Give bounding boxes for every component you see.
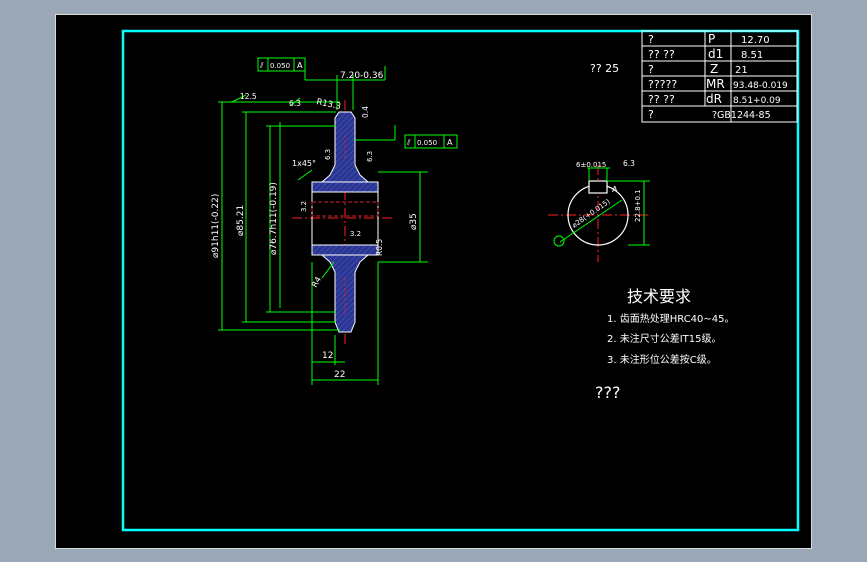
dim-r0-5: R0.5: [375, 239, 384, 256]
tech-req-heading: 技术要求: [627, 287, 691, 306]
dim-keyway-depth: 22.8+0.1: [634, 189, 642, 222]
tb-symbol-3: MR: [706, 77, 725, 91]
tech-req-item-1: 1. 齿面热处理HRC40~45。: [607, 312, 735, 325]
dim-rough-3-2b: 3.2: [350, 230, 361, 238]
tb-symbol-1: d1: [708, 47, 723, 61]
dimension-lines: [218, 64, 428, 385]
tb-symbol-4: dR: [706, 92, 722, 106]
tb-symbol-0: P: [708, 32, 715, 46]
tb-label-3: ?????: [648, 78, 677, 91]
dim-d35: ⌀35: [409, 213, 419, 230]
dim-len-22: 22: [334, 370, 345, 380]
title-block-symbols: P d1 Z MR dR: [706, 32, 725, 106]
dim-rough-6-3b: 6.3: [324, 149, 332, 160]
border-frame: [121, 29, 800, 532]
dim-rough-12-5: 12.5: [240, 92, 257, 101]
tb-value-3: 93.48-0.019: [733, 81, 788, 91]
tech-req-item-3: 3. 未注形位公差按C级。: [607, 353, 717, 366]
title-block: [641, 30, 798, 123]
dim-rough-6-3a: 6.3: [289, 99, 301, 108]
keyway-hidden: [311, 201, 379, 217]
dim-datum-a: A: [612, 185, 618, 194]
dim-rough-keyway: 6.3: [623, 159, 635, 168]
dim-keyway-width: 6±0.015: [576, 161, 606, 169]
dim-bore: ⌀28(+0.015): [571, 197, 612, 229]
gear-section: [311, 111, 379, 333]
hub-upper: [311, 181, 379, 193]
tb-value-2: 21: [735, 65, 748, 76]
title-block-values: 12.70 8.51 21 93.48-0.019 8.51+0.09 ?GB1…: [712, 35, 788, 121]
dim-width-top: 7.20-0.36: [340, 71, 384, 81]
tech-req-item-2: 2. 未注尺寸公差IT15级。: [607, 332, 722, 345]
tol-mid-value: 0.050: [417, 139, 437, 147]
side-view: 6±0.015 6.3 22.8+0.1 ⌀28(+0.015) A: [553, 159, 650, 247]
dim-d91: ⌀91h11(-0.22): [211, 194, 221, 258]
tolerance-frame-top: ⫽ 0.050 A: [257, 57, 306, 72]
tol-top-value: 0.050: [270, 62, 290, 70]
title-block-labels: ? ?? ?? ? ????? ?? ?? ?: [648, 33, 677, 121]
tol-mid-symbol: ⫽: [406, 138, 411, 147]
tb-label-5: ?: [648, 108, 654, 121]
dimension-texts: 7.20-0.36 R13.3 0.4 ⌀91h11(-0.22) ⌀85.21…: [211, 71, 419, 380]
dim-len-12: 12: [322, 351, 333, 361]
tolerance-frame-mid: ⫽ 0.050 A: [404, 134, 458, 149]
tb-label-2: ?: [648, 63, 654, 76]
dim-d85: ⌀85.21: [236, 205, 246, 236]
dim-d76: ⌀76.7h11(-0.19): [269, 182, 279, 255]
keyway-slot: [588, 180, 608, 194]
tb-value-0: 12.70: [741, 35, 770, 46]
footer-text: ???: [595, 383, 620, 402]
tb-value-1: 8.51: [741, 50, 763, 61]
hub-lower: [311, 244, 379, 256]
roughness-note: ?? 25: [590, 62, 619, 75]
datum-circle: [553, 235, 565, 247]
tb-symbol-2: Z: [710, 62, 718, 76]
tol-mid-datum: A: [447, 138, 453, 147]
tb-label-1: ?? ??: [648, 48, 675, 61]
tb-label-0: ?: [648, 33, 654, 46]
dim-radius-top: R13.3: [315, 97, 341, 112]
tb-value-4: 8.51+0.09: [733, 96, 781, 106]
dim-chamfer: 1x45°: [292, 159, 316, 168]
tb-label-4: ?? ??: [648, 93, 675, 106]
tol-top-datum: A: [297, 61, 303, 70]
dim-0-4: 0.4: [361, 106, 370, 118]
drawing-sheet: [55, 14, 812, 549]
tol-top-symbol: ⫽: [259, 61, 264, 70]
dim-rough-6-3c: 6.3: [366, 151, 374, 162]
tb-value-5: ?GB1244-85: [712, 110, 771, 121]
dim-rough-3-2a: 3.2: [300, 201, 308, 212]
